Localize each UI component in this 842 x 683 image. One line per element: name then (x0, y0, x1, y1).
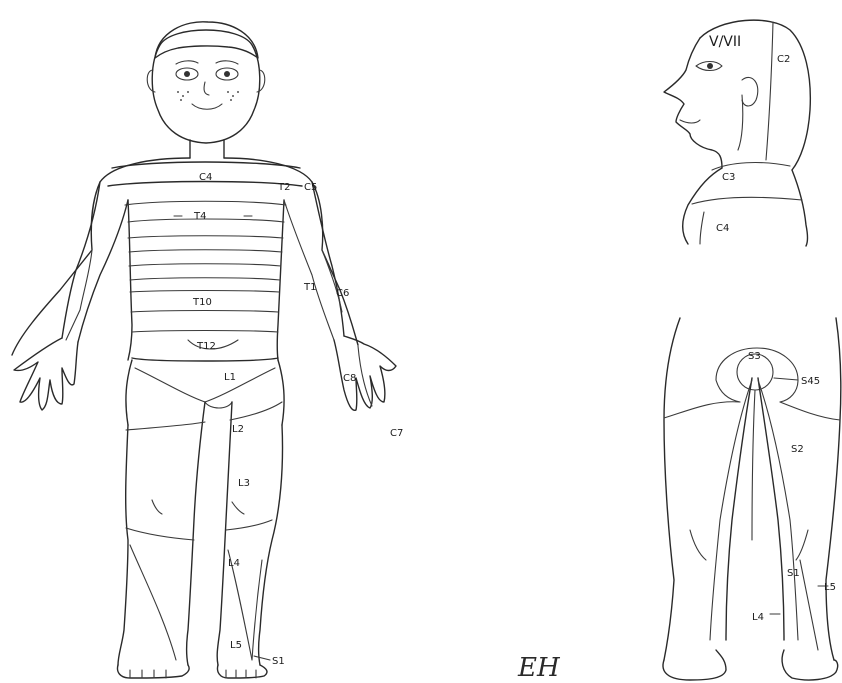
label-c6: C6 (336, 288, 349, 299)
back-body-figure (663, 318, 841, 680)
label-s3: S3 (748, 351, 761, 362)
label-s1-back: S1 (787, 568, 800, 579)
label-t10: T10 (192, 297, 212, 308)
label-c8: C8 (343, 373, 356, 384)
label-c7: C7 (390, 428, 403, 439)
label-s2: S2 (791, 444, 804, 455)
label-s45: S45 (801, 376, 820, 387)
label-l2: L2 (232, 424, 244, 435)
label-v-vii: V/VII (709, 34, 741, 50)
label-l3: L3 (238, 478, 250, 489)
label-c4-front: C4 (199, 172, 212, 183)
label-t2: T2 (277, 182, 290, 193)
label-c3: C3 (722, 172, 735, 183)
label-t4: T4 (193, 211, 206, 222)
label-l1: L1 (224, 372, 236, 383)
label-l5-front: L5 (230, 640, 242, 651)
label-l4-front: L4 (228, 558, 240, 569)
label-l4-back: L4 (752, 612, 764, 623)
label-t1: T1 (303, 282, 316, 293)
label-c2: C2 (777, 54, 790, 65)
label-c4-side: C4 (716, 223, 729, 234)
label-c5: C5 (304, 182, 317, 193)
signature: EH (517, 653, 561, 683)
label-s1-front: S1 (272, 656, 285, 667)
label-t12: T12 (196, 341, 216, 352)
label-l5-back: L5 (824, 582, 836, 593)
